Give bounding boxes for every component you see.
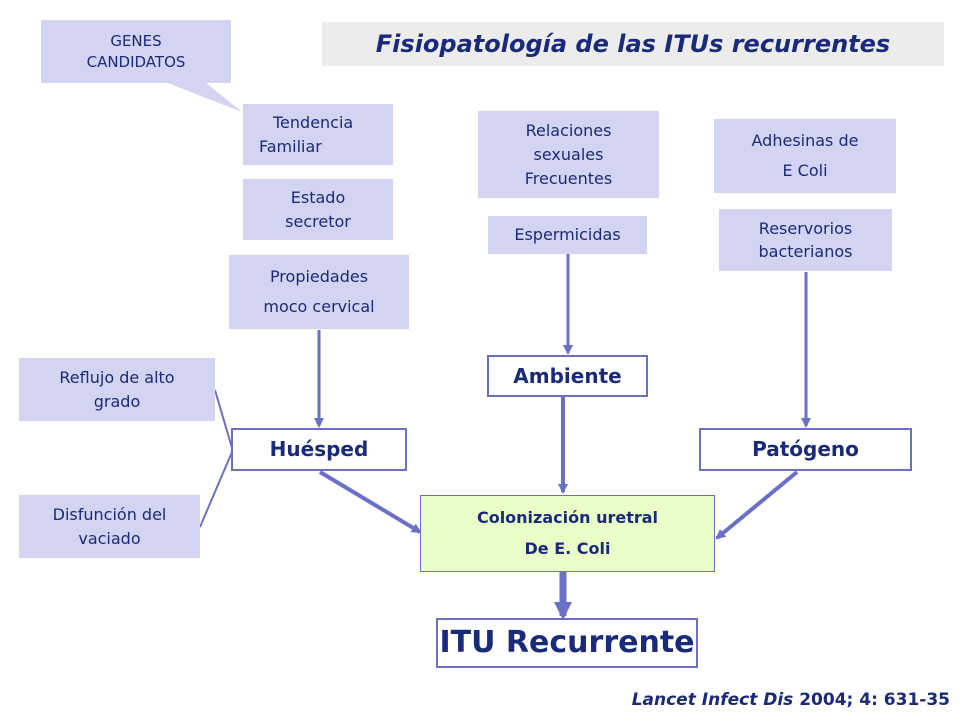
moco-line1: Propiedades <box>269 266 369 286</box>
adhesinas-line1: Adhesinas de <box>751 130 859 150</box>
box-reflujo: Reflujo de alto grado <box>19 358 215 421</box>
reservorios-line2: bacterianos <box>758 242 853 261</box>
line-reflujo-huesped <box>214 389 233 449</box>
arrow-patogeno-colonizacion <box>715 470 799 540</box>
colonizacion-line1: Colonización uretral <box>476 508 659 528</box>
line-disfuncion-huesped <box>199 451 233 528</box>
callout-genes-candidatos: GENES CANDIDATOS <box>41 20 231 83</box>
disfuncion-line1: Disfunción del <box>52 505 167 525</box>
box-espermicidas: Espermicidas <box>488 216 647 254</box>
box-estado-secretor: Estado secretor <box>243 179 393 240</box>
box-tendencia-familiar: Tendencia Familiar <box>243 104 393 165</box>
diagram-title: Fisiopatología de las ITUs recurrentes <box>322 22 944 66</box>
callout-tail <box>165 82 242 112</box>
node-huesped: Huésped <box>231 428 407 471</box>
node-ambiente: Ambiente <box>487 355 648 397</box>
secretor-line2: secretor <box>285 211 351 231</box>
citation-journal: Lancet Infect Dis <box>631 690 794 710</box>
espermicidas-label: Espermicidas <box>514 225 621 245</box>
moco-line2: moco cervical <box>263 297 375 316</box>
relaciones-line1: Relaciones <box>525 120 612 140</box>
familiar-line1: Tendencia <box>273 113 354 133</box>
node-patogeno: Patógeno <box>699 428 912 471</box>
box-propiedades-moco: Propiedades moco cervical <box>229 255 409 329</box>
relaciones-line3: Frecuentes <box>524 168 613 188</box>
secretor-line1: Estado <box>290 188 346 208</box>
box-reservorios: Reservorios bacterianos <box>719 209 892 271</box>
familiar-line2: Familiar <box>259 136 322 156</box>
node-itu-recurrente: ITU Recurrente <box>436 618 698 668</box>
relaciones-line2: sexuales <box>533 144 604 164</box>
node-colonizacion: Colonización uretral De E. Coli <box>420 495 715 572</box>
box-relaciones: Relaciones sexuales Frecuentes <box>478 111 659 198</box>
box-adhesinas: Adhesinas de E Coli <box>714 119 896 193</box>
disfuncion-line2: vaciado <box>78 528 141 548</box>
reflujo-line2: grado <box>93 391 141 411</box>
callout-line2: CANDIDATOS <box>86 52 186 71</box>
citation: Lancet Infect Dis 2004; 4: 631-35 <box>610 690 950 714</box>
colonizacion-line2: De E. Coli <box>524 538 611 558</box>
box-disfuncion: Disfunción del vaciado <box>19 495 200 558</box>
reservorios-line1: Reservorios <box>758 218 853 238</box>
arrow-huesped-colonizacion <box>318 470 422 534</box>
adhesinas-line2: E Coli <box>782 161 828 180</box>
citation-ref: 2004; 4: 631-35 <box>799 690 950 710</box>
reflujo-line1: Reflujo de alto <box>59 368 175 388</box>
callout-line1: GENES <box>110 31 162 50</box>
